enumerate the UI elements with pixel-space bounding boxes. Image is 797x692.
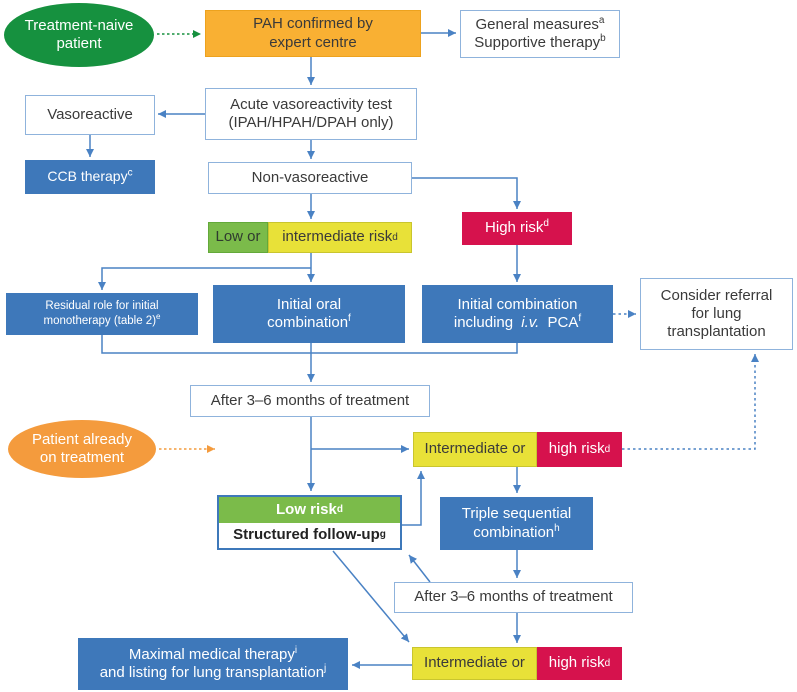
arrow-inthigh1-to-referral <box>622 354 759 450</box>
label-line: Maximal medical therapy <box>128 645 295 663</box>
box-triple-sequential-combination: Triple sequential combinationh <box>440 497 593 550</box>
label-line: Initial oral <box>276 295 342 313</box>
label-line: combination <box>267 314 349 331</box>
box-ccb-therapy: CCB therapyc <box>25 160 155 194</box>
label-line: Non-vasoreactive <box>251 168 369 186</box>
label-line: Intermediate or <box>424 654 525 672</box>
footnote-sup: b <box>600 33 606 44</box>
box-vasoreactive: Vasoreactive <box>25 95 155 135</box>
box-initial-combination-iv-pca: Initial combination including i.v. PCAf <box>422 285 613 343</box>
label-line: After 3–6 months of treatment <box>414 588 613 606</box>
footnote-sup: a <box>598 14 605 26</box>
label-line: transplantation <box>667 323 766 341</box>
label-line: CCB therapy <box>47 168 128 185</box>
box-high-risk: High riskd <box>462 212 572 245</box>
iv-abbrev: i.v. <box>521 314 540 331</box>
label-line: General measures <box>475 15 599 33</box>
footnote-sup: d <box>543 218 549 230</box>
arrow-after2-to-followup <box>408 554 431 583</box>
label-line: including <box>453 314 514 331</box>
box-after-3-6-months-2: After 3–6 months of treatment <box>394 582 633 613</box>
segment-intermediate: Intermediate or <box>412 647 537 680</box>
label-line: Initial combination <box>457 295 578 313</box>
box-consider-referral: Consider referral for lung transplantati… <box>640 278 793 350</box>
footnote-sup: f <box>348 313 351 324</box>
label-line: and listing for lung transplantation <box>99 664 325 681</box>
label-line: Low risk <box>276 500 337 518</box>
label-line: Supportive therapy <box>474 34 601 51</box>
box-after-3-6-months-1: After 3–6 months of treatment <box>190 385 430 417</box>
label-line: Intermediate or <box>424 440 526 458</box>
label-line: PCA <box>547 314 579 331</box>
box-non-vasoreactive: Non-vasoreactive <box>208 162 412 194</box>
footnote-sup: i <box>294 644 298 656</box>
footnote-sup: j <box>324 663 327 674</box>
label-line: high risk <box>548 440 605 458</box>
label-line: patient <box>56 35 102 52</box>
label-line: on treatment <box>39 449 125 466</box>
footnote-sup: c <box>127 167 133 179</box>
label-line: Consider referral <box>660 286 773 304</box>
arrow-followup-to-inthigh1 <box>402 471 425 526</box>
label-line: Residual role for initial <box>45 300 159 313</box>
ellipse-patient-already-on-treatment: Patient already on treatment <box>8 420 156 478</box>
label-line: After 3–6 months of treatment <box>210 391 410 409</box>
label-line: Vasoreactive <box>47 105 133 123</box>
label-line: monotherapy (table 2) <box>43 315 157 327</box>
segment-low: Low or <box>208 222 268 253</box>
ellipse-treatment-naive-patient: Treatment-naive patient <box>4 3 154 67</box>
box-pah-confirmed: PAH confirmed by expert centre <box>205 10 421 57</box>
box-acute-vasoreactivity-test: Acute vasoreactivity test (IPAH/HPAH/DPA… <box>205 88 417 140</box>
label-line: combination <box>473 523 555 541</box>
label-line: (IPAH/HPAH/DPAH only) <box>228 114 394 131</box>
box-residual-monotherapy: Residual role for initial monotherapy (t… <box>6 293 198 335</box>
label-line: for lung <box>691 304 742 322</box>
box-maximal-medical-therapy: Maximal medical therapyi and listing for… <box>78 638 348 690</box>
label-line: expert centre <box>269 33 357 51</box>
box-initial-oral-combination: Initial oral combinationf <box>213 285 405 343</box>
footnote-sup: h <box>554 522 560 534</box>
label-line: Structured follow-up <box>233 526 380 544</box>
footnote-sup: f <box>578 313 582 324</box>
label-line: Triple sequential <box>461 505 572 523</box>
label-line: High risk <box>485 219 544 237</box>
label-line: high risk <box>548 654 605 672</box>
label-line: PAH confirmed by <box>253 15 373 33</box>
label-line: Patient already <box>31 430 133 448</box>
footnote-sup: e <box>156 312 161 322</box>
label-line: Low or <box>215 228 261 246</box>
segment-intermediate: Intermediate or <box>413 432 537 467</box>
label-line: intermediate risk <box>282 228 393 246</box>
label-line: Acute vasoreactivity test <box>230 95 392 113</box>
arrow-nonvaso-to-highrisk <box>412 177 521 209</box>
label-line: Treatment-naive <box>24 16 134 34</box>
box-general-measures: General measuresa Supportive therapyb <box>460 10 620 58</box>
